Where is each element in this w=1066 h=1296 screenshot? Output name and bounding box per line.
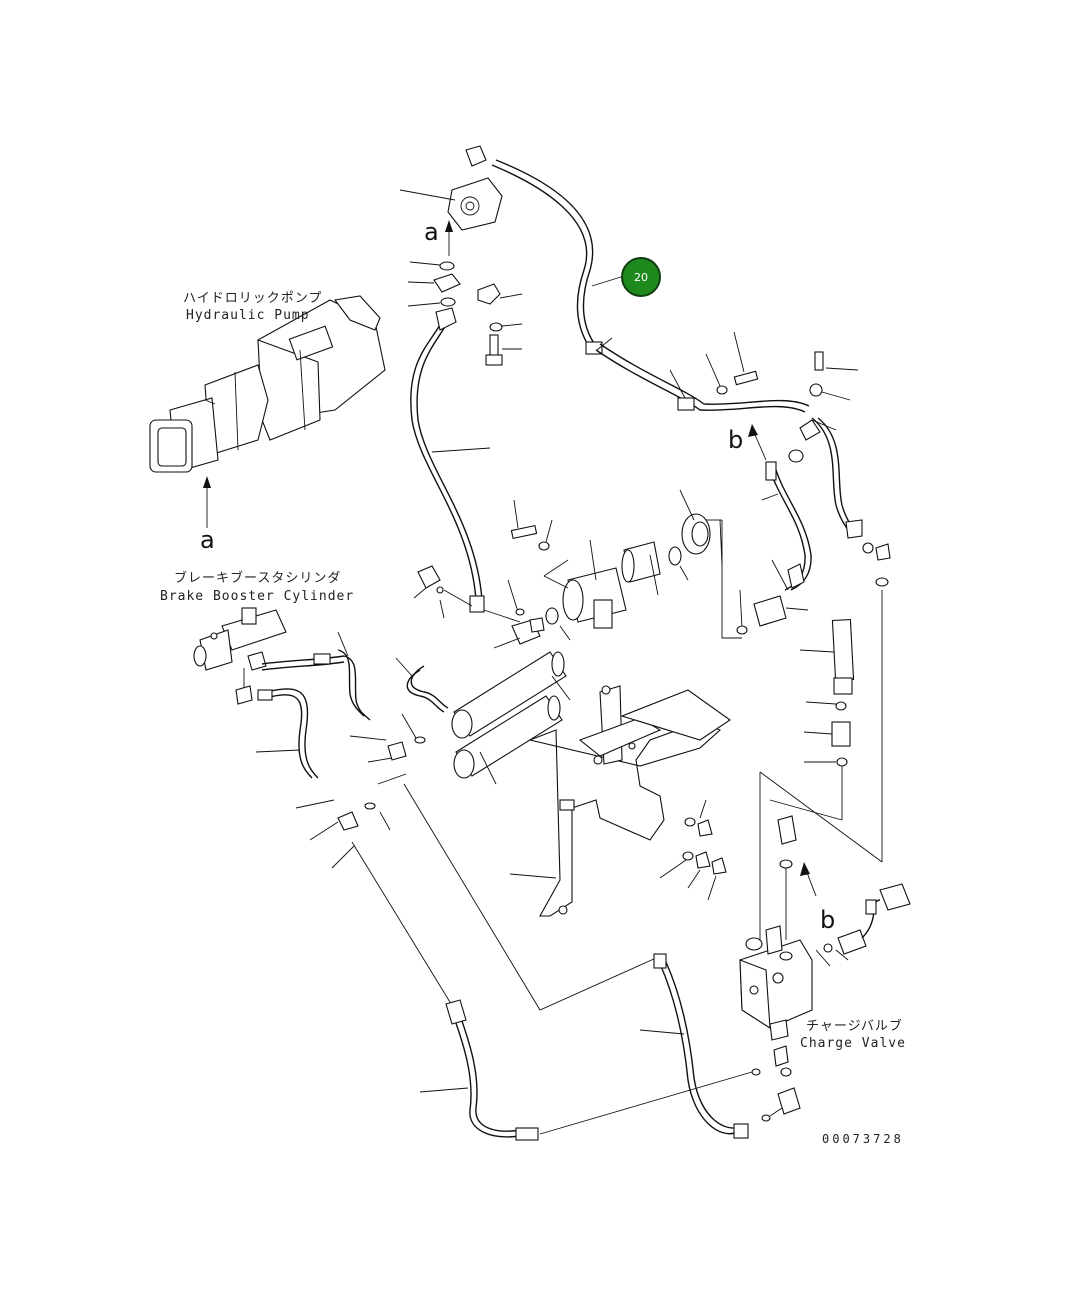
brake-booster-label-en: Brake Booster Cylinder: [160, 589, 354, 604]
charge-valve-label-jp: チャージバルブ: [806, 1018, 903, 1034]
view-marker-b-top: b: [728, 426, 743, 454]
drawing-number: 00073728: [822, 1132, 904, 1146]
accumulators: [451, 651, 567, 779]
hydraulic-pump-label-jp: ハイドロリックポンプ: [183, 291, 322, 306]
mounting-bracket: [528, 685, 731, 917]
hydraulic-pump: [149, 295, 386, 473]
callout-number: 20: [634, 271, 648, 284]
brake-booster-cylinder: [193, 607, 287, 671]
view-marker-a-bottom: a: [200, 526, 215, 554]
view-marker-a-top: a: [424, 218, 439, 246]
pump-flange-block: [447, 177, 503, 231]
arrow-head-icon: [203, 476, 211, 488]
view-marker-b-bottom: b: [820, 906, 835, 934]
callout-bubble-20[interactable]: 20: [621, 257, 661, 297]
charge-valve-label-en: Charge Valve: [800, 1036, 906, 1051]
solenoid-assembly: [562, 513, 711, 629]
hydraulic-pump-label-en: Hydraulic Pump: [186, 308, 310, 323]
charge-valve: [739, 925, 813, 1041]
brake-booster-label-jp: ブレーキブースタシリンダ: [174, 570, 341, 586]
